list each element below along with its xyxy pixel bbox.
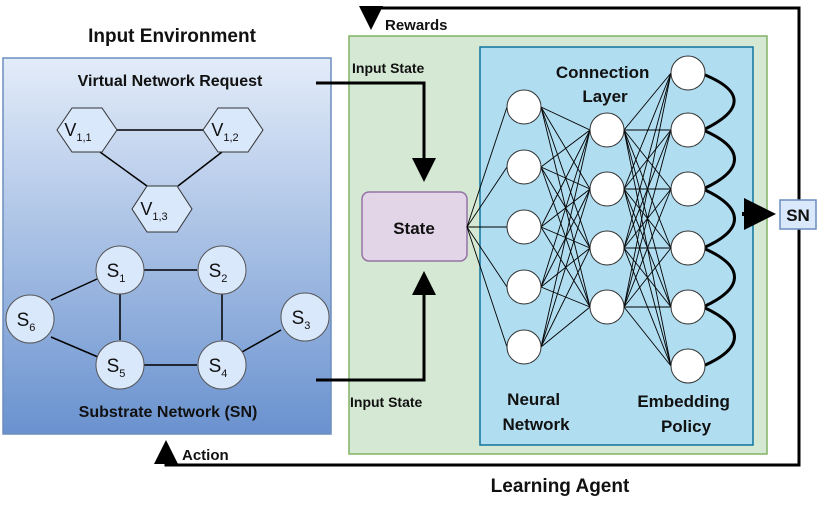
substrate-node-s2: S2 xyxy=(197,245,247,295)
svg-text:S5: S5 xyxy=(107,356,126,380)
neuron-connection-edge xyxy=(540,129,591,288)
svg-text:V1,2: V1,2 xyxy=(211,120,238,144)
neuron-connection-edge xyxy=(623,72,672,308)
embedding-policy-label: Embedding Policy xyxy=(637,392,734,436)
neural-network-neurons xyxy=(506,55,706,384)
neuron-layer-3 xyxy=(670,289,706,325)
neuron-connection-edge xyxy=(623,129,672,308)
neuron-connection-edge xyxy=(540,129,591,348)
sn-output-label: SN xyxy=(786,206,810,225)
neuron-layer-2 xyxy=(589,112,625,148)
rewards-label: Rewards xyxy=(385,17,448,34)
neuron-connection-edge xyxy=(623,247,672,308)
virtual-node-v11: V1,1 xyxy=(56,107,118,153)
state-label: State xyxy=(393,219,435,238)
sn-output-box xyxy=(779,199,817,230)
action-label: Action xyxy=(182,447,229,464)
neuron-layer-2 xyxy=(589,171,625,207)
neuron-connection-edge xyxy=(540,306,591,348)
neuron-layer-3 xyxy=(670,112,706,148)
neuron-layer-3 xyxy=(670,55,706,91)
neuron-layer-1 xyxy=(506,269,542,305)
learning-agent-title: Learning Agent xyxy=(491,476,630,497)
neuron-connection-edge xyxy=(623,72,672,249)
neuron-connection-edge xyxy=(623,72,672,131)
substrate-node-s5: S5 xyxy=(95,340,145,390)
sn-label: Substrate Network (SN) xyxy=(79,404,258,421)
neuron-layer-1 xyxy=(506,149,542,185)
input-state-arrows xyxy=(316,81,436,382)
neural-network-connections xyxy=(466,72,672,367)
neuron-connection-edge xyxy=(623,72,672,190)
neuron-layer-2 xyxy=(589,230,625,266)
neuron-layer-1 xyxy=(506,209,542,245)
input-environment-box xyxy=(2,57,332,435)
neural-network-label: Neural Network xyxy=(502,390,570,434)
neuron-connection-edge xyxy=(623,306,672,367)
state-to-neuron-edge xyxy=(466,226,508,348)
neuron-layer-1 xyxy=(506,329,542,365)
substrate-node-s4: S4 xyxy=(197,340,247,390)
input-state-top-label: Input State xyxy=(352,60,425,76)
svg-text:S2: S2 xyxy=(209,261,228,285)
neuron-layer-3 xyxy=(670,171,706,207)
embedding-output-curve xyxy=(699,71,736,368)
neuron-connection-edge xyxy=(540,247,591,348)
neuron-connection-edge xyxy=(540,129,591,168)
input-environment-title: Input Environment xyxy=(88,26,257,47)
substrate-node-s3: S3 xyxy=(280,292,330,342)
state-to-neuron-edge xyxy=(466,226,508,288)
neuron-connection-edge xyxy=(540,129,591,228)
svg-text:S1: S1 xyxy=(107,261,126,285)
svg-text:V1,1: V1,1 xyxy=(64,120,91,144)
svg-text:S4: S4 xyxy=(209,356,228,380)
neuron-connection-edge xyxy=(540,106,591,131)
connection-layer-label: Connection Layer xyxy=(556,63,654,106)
neuron-layer-3 xyxy=(670,348,706,384)
substrate-node-s1: S1 xyxy=(95,245,145,295)
neuron-connection-edge xyxy=(540,188,591,348)
neuron-layer-2 xyxy=(589,289,625,325)
svg-text:S3: S3 xyxy=(292,308,311,332)
virtual-node-v12: V1,2 xyxy=(202,107,264,153)
state-to-neuron-edge xyxy=(466,106,508,228)
state-to-neuron-edge xyxy=(466,166,508,228)
vnr-label: Virtual Network Request xyxy=(78,73,263,90)
neuron-layer-1 xyxy=(506,89,542,125)
feedback-loop xyxy=(154,6,801,467)
svg-text:S6: S6 xyxy=(17,310,36,334)
neuron-connection-edge xyxy=(623,188,672,308)
substrate-node-s6: S6 xyxy=(5,294,55,344)
input-state-bottom-label: Input State xyxy=(350,394,423,410)
virtual-network-edges xyxy=(99,129,223,187)
neuron-connection-edge xyxy=(540,106,591,249)
substrate-network-edges xyxy=(50,269,282,366)
virtual-node-v13: V1,3 xyxy=(131,185,193,233)
neuron-layer-3 xyxy=(670,230,706,266)
svg-text:V1,3: V1,3 xyxy=(140,199,167,223)
